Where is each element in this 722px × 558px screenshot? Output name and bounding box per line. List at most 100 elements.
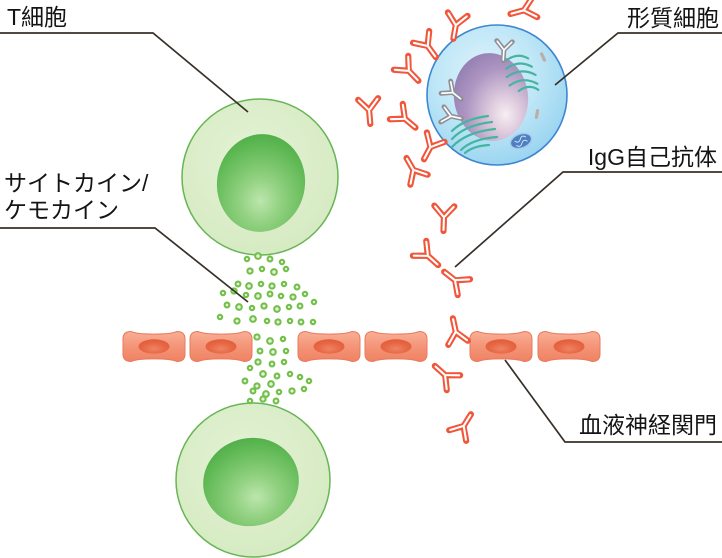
igg-antibody-icon (438, 264, 470, 295)
cytokine-dot (266, 290, 274, 298)
endothelial-cell (189, 331, 253, 362)
igg-autoantibody-label: IgG自己抗体 (588, 144, 717, 170)
cytokine-dot (248, 304, 256, 312)
endoplasmic-reticulum (450, 114, 499, 155)
cytokine-dot (262, 390, 270, 398)
cytokine-dot (268, 282, 276, 290)
igg-antibody-icon (428, 359, 460, 391)
cytokine-dot (259, 370, 267, 378)
cytokine-dot (280, 280, 288, 288)
cytokine-dot (267, 380, 275, 388)
cytokine-dot (286, 317, 294, 325)
cytokine-dot (309, 318, 317, 326)
cytokine-dot (289, 293, 297, 301)
cytokine-dot (245, 282, 253, 290)
endothelial-cell (364, 331, 428, 362)
cytokine-dot (253, 382, 261, 390)
cytokine-dot (266, 337, 274, 345)
cytokine-dot (278, 258, 286, 266)
cytokine-dot (297, 318, 305, 326)
igg-antibody-icon (443, 316, 468, 345)
cytokine-dot (296, 302, 304, 310)
cytokine-callout-line (0, 227, 249, 303)
lower-t-cell-nucleus (203, 437, 299, 527)
igg-antibody-icon (415, 132, 444, 163)
cytokine-dot (280, 358, 288, 366)
cytokine-dot (254, 292, 262, 300)
plasma-cell-callout-line (554, 32, 722, 86)
cytokine-dot (246, 364, 254, 372)
igg-antibody-icon (433, 206, 454, 232)
cytokine-dot (246, 397, 254, 405)
cytokine-dot (274, 318, 282, 326)
cytokine-dot (288, 387, 296, 395)
cytokine-dot (285, 303, 293, 311)
cytokine-dot (263, 317, 271, 325)
cytokine-dot (277, 292, 285, 300)
cytokine-dot (268, 360, 276, 368)
endothelial-cell (469, 331, 533, 362)
cytokine-dot (305, 377, 313, 385)
cytokine-dot (249, 315, 257, 323)
cytokine-dot (300, 385, 308, 393)
er-rod (534, 109, 540, 119)
cytokine-dot (279, 335, 287, 343)
t-cell-callout-line (0, 32, 249, 113)
cytokine-dot (256, 347, 264, 355)
cytokine-dot (259, 395, 267, 403)
cytokine-label-line1: サイトカイン/ (4, 170, 149, 196)
endoplasmic-reticulum (505, 54, 540, 93)
plasma-cell (426, 24, 568, 166)
cytokine-dot (272, 397, 280, 405)
endothelial-cell (537, 331, 601, 362)
cytokine-dot (269, 348, 277, 356)
igg-antibody-icon (508, 0, 537, 24)
cytokine-dot (216, 313, 224, 321)
igg-antibody-icon (390, 104, 422, 135)
cytokine-dot (242, 291, 250, 299)
barrier-callout-line (504, 359, 722, 443)
cytokine-dot (254, 358, 262, 366)
cytokine-label-line2: ケモカイン (4, 197, 119, 223)
cytokine-dot (241, 377, 249, 385)
cytokine-dot (257, 280, 265, 288)
cytokine-dot (233, 317, 241, 325)
cytokine-dot (296, 373, 304, 381)
endothelial-cell (297, 331, 361, 362)
cytokine-dot (219, 289, 227, 297)
igg-antibody-icon (449, 409, 479, 441)
t-cell (181, 98, 339, 256)
blood-nerve-barrier (122, 331, 601, 362)
cytokine-dot (246, 267, 254, 275)
cytokine-dot (235, 303, 243, 311)
blood-nerve-barrier-label: 血液神経関門 (579, 412, 717, 438)
cytokine-dot (260, 302, 268, 310)
cytokine-dot (282, 265, 290, 273)
cytokine-dot (270, 268, 278, 276)
cytokine-dot (301, 290, 309, 298)
cytokine-dots (216, 252, 318, 405)
mitochondrion-icon (509, 132, 533, 150)
cytokine-dot (310, 298, 318, 306)
t-cell-label: T細胞 (7, 4, 67, 30)
t-cell-nucleus (216, 134, 306, 232)
cytokine-dot (275, 388, 283, 396)
cytokine-dot (243, 255, 251, 263)
er-rod (539, 52, 547, 62)
cytokine-dot (249, 387, 257, 395)
cytokine-dot (234, 280, 242, 288)
plasma-cell-label: 形質細胞 (627, 5, 719, 31)
endothelial-cell (122, 331, 186, 362)
cytokine-dot (254, 252, 262, 260)
cytokine-dot (293, 283, 301, 291)
cytokine-dot (273, 372, 281, 380)
igg-antibody-icon (394, 56, 426, 88)
cytokine-dot (273, 305, 281, 313)
cytokine-dot (223, 301, 231, 309)
cytokine-dot (266, 255, 274, 263)
cytokine-dot (258, 265, 266, 273)
igg-antibody-icon (413, 241, 445, 273)
igg-callout-line (454, 171, 722, 268)
